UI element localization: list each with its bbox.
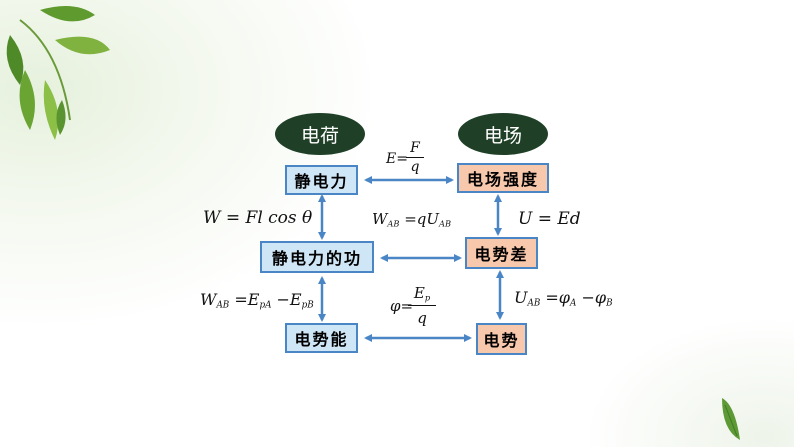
formula-w-fl-cos: W = Fl cos θ [203, 208, 312, 228]
formula-wab2-minus: −E [271, 290, 301, 309]
formula-uab-u: U [514, 288, 527, 307]
electrostatic-force-box: 静电力 [285, 165, 358, 195]
potential-difference-box: 电势差 [465, 237, 538, 269]
formula-wab-sub: AB [387, 218, 399, 228]
formula-uab-b: B [606, 299, 612, 309]
potential-difference-label: 电势差 [474, 241, 528, 265]
formula-w-fl-text: W = Fl cos θ [203, 208, 312, 228]
potential-box: 电势 [476, 323, 527, 355]
formula-wab2-sub: AB [216, 301, 229, 311]
field-strength-label: 电场强度 [467, 166, 539, 190]
formula-uab-eq: =φ [540, 288, 570, 307]
formula-wab-epa-epb: WAB =EpA −EpB [200, 290, 314, 311]
potential-energy-box: 电势能 [285, 323, 358, 353]
formula-phi-numerator-sub: p [425, 292, 430, 302]
formula-e-lhs: E= [386, 151, 408, 167]
formula-e-numerator: F [408, 140, 422, 156]
formula-wab2-pb: pB [302, 301, 314, 311]
formula-wab-quab: WAB =qUAB [372, 210, 451, 228]
potential-energy-label: 电势能 [294, 326, 348, 350]
formula-uab-phia-phib: UAB =φA −φB [514, 288, 613, 309]
formula-e-denominator: q [408, 159, 422, 175]
potential-label: 电势 [483, 327, 519, 351]
field-strength-box: 电场强度 [457, 163, 549, 193]
formula-phi-denominator: q [410, 309, 434, 327]
formula-wab-sub2: AB [439, 218, 451, 228]
work-box: 静电力的功 [260, 241, 374, 273]
charge-label: 电荷 [301, 121, 339, 148]
formula-wab2-pa: pA [259, 301, 271, 311]
field-label: 电场 [484, 121, 522, 148]
formula-uab-sub: AB [527, 299, 540, 309]
formula-wab-w: W [372, 210, 387, 228]
charge-oval: 电荷 [275, 113, 365, 155]
formula-wab-mid: =qU [399, 210, 439, 228]
formula-u-ed: U = Ed [518, 209, 581, 229]
formula-wab2-w: W [200, 290, 216, 309]
electrostatic-force-label: 静电力 [294, 168, 348, 192]
fraction-bar [406, 157, 424, 158]
formula-wab2-eq: =E [229, 290, 259, 309]
formula-uab-minus: −φ [576, 288, 606, 307]
fraction-bar [408, 305, 436, 306]
formula-phi-numerator: E [414, 284, 425, 302]
work-label: 静电力的功 [272, 245, 362, 269]
formula-u-ed-text: U = Ed [518, 209, 581, 229]
field-oval: 电场 [458, 113, 548, 155]
